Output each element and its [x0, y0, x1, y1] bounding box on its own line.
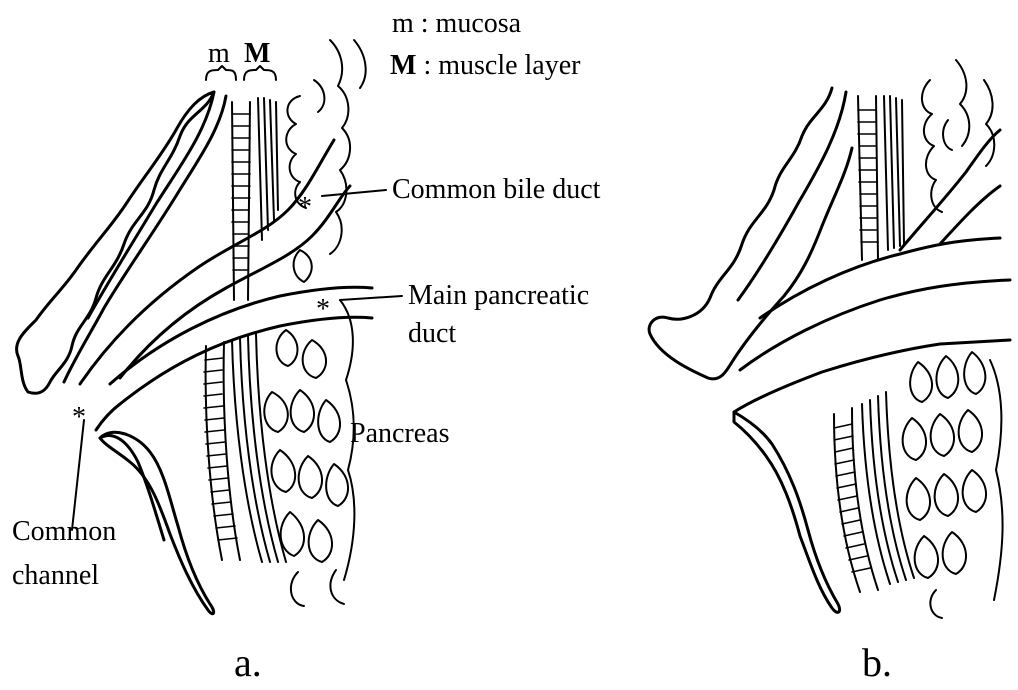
label-main-pancreatic-duct-2: duct [408, 318, 456, 349]
duodenal-wall-lower-a [100, 432, 214, 613]
legend-line-2: M : muscle layer [390, 50, 581, 81]
legend-M-key: M [390, 50, 416, 81]
bracket-m-label: m [208, 38, 230, 69]
leader-common-bile-duct [322, 190, 386, 196]
legend-line-1: m : mucosa [392, 8, 522, 39]
legend-M-text: : muscle layer [416, 50, 581, 81]
bracket-M-label: M [244, 38, 270, 69]
leader-main-pancreatic-duct [340, 296, 402, 300]
label-pancreas: Pancreas [350, 418, 450, 449]
muscle-ladder-a [204, 102, 250, 560]
legend-m-key: m [392, 8, 414, 39]
label-common-channel-2: channel [12, 560, 99, 591]
panel-b-drawing [649, 60, 1010, 618]
duodenal-wall-lower-b2 [734, 412, 840, 612]
duodenal-wall-inner-a [64, 96, 226, 382]
asterisk-pancreatic-duct: * [316, 294, 330, 325]
duodenal-wall-lower-b [734, 340, 1010, 412]
leader-common-channel [72, 420, 84, 530]
muscle-ladder-b [834, 96, 878, 592]
legend-m-text: : mucosa [414, 8, 522, 39]
duodenal-wall-outer [17, 92, 214, 393]
panel-a-label: a. [234, 640, 262, 685]
label-main-pancreatic-duct-1: Main pancreatic [408, 280, 589, 311]
duodenal-wall-inner-b [738, 92, 846, 300]
common-channel-opening-a [96, 404, 120, 430]
label-common-channel-1: Common [12, 516, 116, 547]
duodenal-wall-outer-b [649, 88, 852, 379]
main-pancreatic-duct-a-wall [120, 317, 372, 404]
pancreas-lobules-a [264, 40, 365, 606]
common-bile-duct-a [80, 140, 334, 384]
asterisk-common-channel: * [72, 402, 86, 433]
asterisk-bile-duct: * [298, 192, 312, 223]
mucosa-line-a [88, 92, 214, 318]
label-common-bile-duct: Common bile duct [392, 174, 601, 205]
panel-b-label: b. [862, 640, 892, 685]
